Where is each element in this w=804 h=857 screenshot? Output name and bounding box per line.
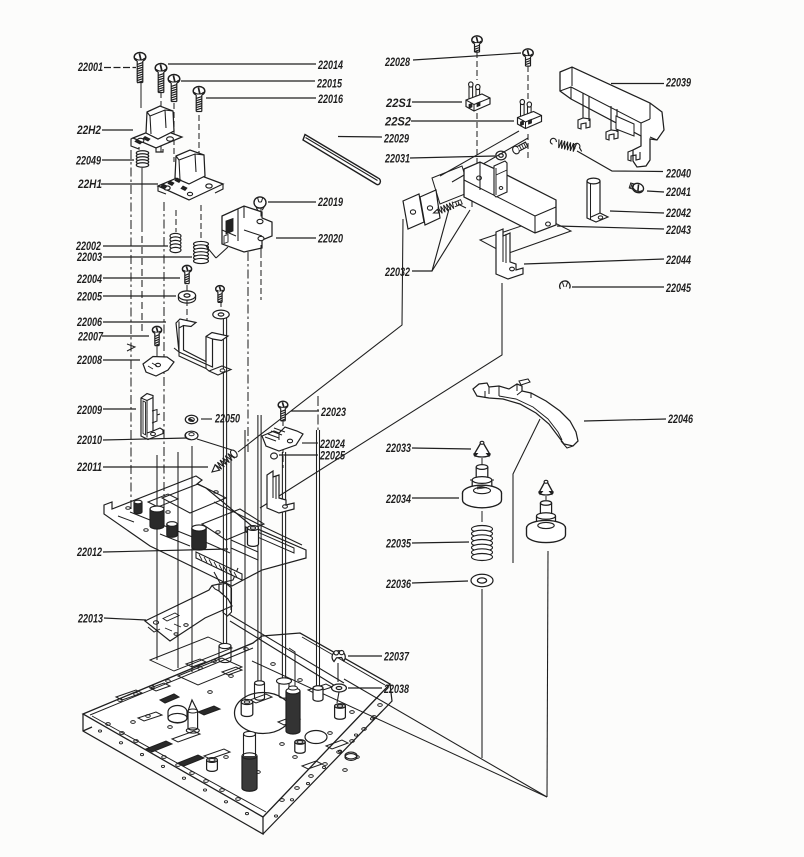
svg-text:22043: 22043 <box>665 224 691 237</box>
svg-text:22005: 22005 <box>76 291 102 304</box>
svg-text:22046: 22046 <box>667 413 693 426</box>
svg-text:22004: 22004 <box>76 273 102 286</box>
svg-text:22002: 22002 <box>75 240 101 253</box>
svg-text:22S1: 22S1 <box>385 97 412 110</box>
svg-text:22032: 22032 <box>384 266 410 279</box>
svg-text:22038: 22038 <box>383 683 409 696</box>
svg-text:22040: 22040 <box>665 168 691 181</box>
svg-text:22009: 22009 <box>76 404 102 417</box>
svg-text:22023: 22023 <box>320 406 346 419</box>
svg-text:22015: 22015 <box>316 78 342 91</box>
svg-text:22035: 22035 <box>385 538 411 551</box>
svg-text:22036: 22036 <box>385 578 411 591</box>
svg-text:22013: 22013 <box>77 613 103 626</box>
svg-text:22S2: 22S2 <box>384 116 411 129</box>
svg-text:22003: 22003 <box>76 251 102 264</box>
svg-text:22034: 22034 <box>385 493 411 506</box>
svg-text:22037: 22037 <box>383 651 409 664</box>
svg-text:22H1: 22H1 <box>77 178 102 191</box>
svg-text:22010: 22010 <box>76 434 102 447</box>
svg-text:22049: 22049 <box>75 155 101 168</box>
svg-text:22024: 22024 <box>319 438 345 451</box>
svg-text:22007: 22007 <box>77 331 103 344</box>
svg-text:22033: 22033 <box>385 442 411 455</box>
svg-text:22001: 22001 <box>77 61 103 74</box>
svg-text:22028: 22028 <box>384 56 410 69</box>
svg-text:22041: 22041 <box>665 186 691 199</box>
svg-text:22014: 22014 <box>317 59 343 72</box>
svg-text:22020: 22020 <box>317 233 343 246</box>
svg-text:22008: 22008 <box>76 354 102 367</box>
svg-text:22012: 22012 <box>76 546 102 559</box>
svg-text:22045: 22045 <box>665 282 691 295</box>
svg-text:22039: 22039 <box>665 77 691 90</box>
svg-text:22H2: 22H2 <box>76 124 101 137</box>
svg-text:22050: 22050 <box>214 413 240 426</box>
svg-text:22025: 22025 <box>319 450 345 463</box>
svg-text:22006: 22006 <box>76 316 102 329</box>
svg-text:22016: 22016 <box>317 93 343 106</box>
svg-text:22029: 22029 <box>383 133 409 146</box>
svg-text:22031: 22031 <box>384 153 410 166</box>
svg-text:22042: 22042 <box>665 207 691 220</box>
svg-text:22019: 22019 <box>317 196 343 209</box>
svg-text:22044: 22044 <box>665 254 691 267</box>
svg-text:22011: 22011 <box>76 461 102 474</box>
